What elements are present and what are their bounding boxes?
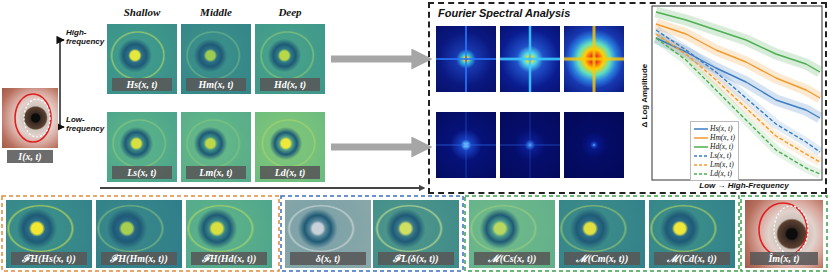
branch-bracket [57, 40, 64, 127]
axis-label: Δ Log Amplitude [640, 64, 649, 128]
feature-map: Ls(x, t) [107, 112, 177, 182]
spectrum-image [564, 26, 624, 92]
feature-map: Ld(x, t) [255, 112, 325, 182]
feature-map: ℱH(Hs(x, t)) [6, 200, 92, 268]
group-frame [281, 196, 463, 271]
map-label: Hs(x, t) [112, 78, 172, 91]
feature-map: Hs(x, t) [107, 24, 177, 94]
legend-text: Hd(x, t) [710, 142, 733, 151]
legend-row: Hm(x, t) [694, 133, 735, 142]
map-label: δ(x, t) [290, 252, 366, 265]
column-header: Low → High-Frequency [699, 181, 788, 190]
legend-row: Lm(x, t) [694, 160, 735, 169]
legend-row: Ld(x, t) [694, 169, 735, 178]
legend-text: Hm(x, t) [710, 133, 735, 142]
column-header: Deep [278, 6, 301, 19]
map-label: Ls(x, t) [112, 166, 172, 179]
feature-map: Hm(x, t) [181, 24, 251, 94]
spectrum-image [436, 26, 496, 92]
map-label: Hd(x, t) [260, 78, 320, 91]
feature-map: Hd(x, t) [255, 24, 325, 94]
feature-map: Îm(x, t) [745, 200, 823, 268]
spectrum-image [436, 112, 496, 178]
map-label: ℱH(Hd(x, t)) [191, 252, 267, 265]
feature-map: ℳ(Cs(x, t)) [469, 200, 555, 268]
flow-arrow [331, 56, 424, 63]
feature-map: Lm(x, t) [181, 112, 251, 182]
chart-legend: Hs(x, t)Hm(x, t)Hd(x, t)Ls(x, t)Lm(x, t)… [690, 121, 739, 181]
map-label: Ld(x, t) [260, 166, 320, 179]
map-label: ℱH(Hm(x, t)) [101, 252, 177, 265]
input-image: I(x, t) [2, 88, 58, 166]
feature-map: ℱH(Hd(x, t)) [186, 200, 272, 268]
branch-label: High-frequency [66, 28, 106, 46]
legend-text: Hs(x, t) [710, 124, 733, 133]
map-label: ℱH(Hs(x, t)) [11, 252, 87, 265]
column-header: Middle [200, 6, 232, 19]
column-header: Shallow [124, 6, 161, 19]
feature-map: ℱH(Hm(x, t)) [96, 200, 182, 268]
feature-map: ℱL(δ(x, t)) [373, 200, 459, 268]
line-chart [652, 6, 822, 180]
group-frame [465, 196, 739, 271]
depth-arrow [100, 187, 424, 189]
map-label: ℳ(Cd(x, t)) [654, 252, 730, 265]
feature-map: ℳ(Cd(x, t)) [649, 200, 735, 268]
map-label: Lm(x, t) [186, 166, 246, 179]
branch-bracket [60, 126, 64, 127]
spectrum-image [564, 112, 624, 178]
legend-line-sample [694, 144, 708, 150]
spectrum-image [500, 112, 560, 178]
legend-line-sample [694, 162, 708, 168]
spectrum-image [500, 26, 560, 92]
flow-arrow [331, 144, 424, 151]
group-frame [741, 196, 827, 271]
analysis-panel: Fourier Spectral Analysis [428, 2, 827, 194]
legend-line-sample [694, 171, 708, 177]
legend-row: Hs(x, t) [694, 124, 735, 133]
feature-map: ℳ(Cm(x, t)) [559, 200, 645, 268]
map-label: Îm(x, t) [750, 252, 818, 265]
legend-row: Hd(x, t) [694, 142, 735, 151]
legend-line-sample [694, 135, 708, 141]
legend-row: Ls(x, t) [694, 151, 735, 160]
legend-text: Ld(x, t) [710, 169, 732, 178]
legend-text: Lm(x, t) [710, 160, 734, 169]
map-label: ℳ(Cm(x, t)) [564, 252, 640, 265]
legend-line-sample [694, 126, 708, 132]
group-frame [2, 196, 279, 271]
legend-line-sample [694, 153, 708, 159]
panel-title: Fourier Spectral Analysis [438, 7, 825, 19]
map-label: ℳ(Cs(x, t)) [474, 252, 550, 265]
eye-outline [2, 88, 58, 148]
map-label: Hm(x, t) [186, 78, 246, 91]
branch-label: Low-frequency [66, 115, 106, 133]
map-label: I(x, t) [7, 150, 53, 163]
legend-text: Ls(x, t) [710, 151, 731, 160]
map-label: ℱL(δ(x, t)) [378, 252, 454, 265]
feature-map: δ(x, t) [285, 200, 371, 268]
